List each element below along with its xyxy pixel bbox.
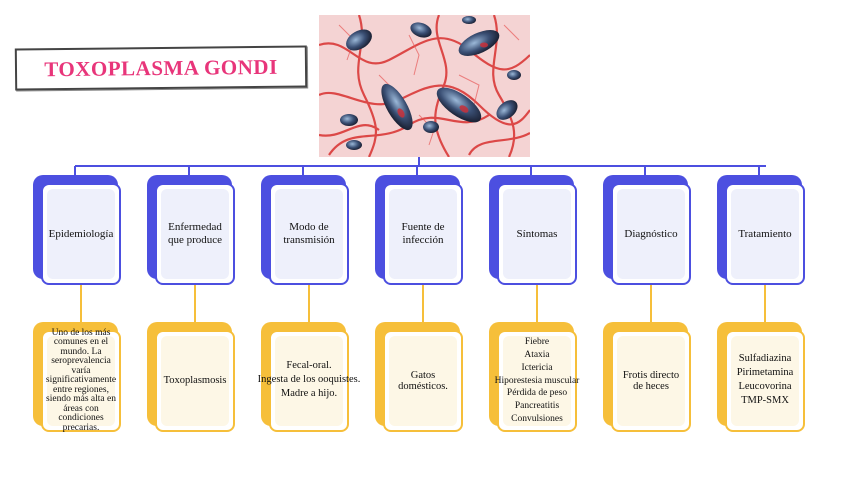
category-node: Fuente de infección	[375, 175, 467, 287]
category-node: Epidemiología	[33, 175, 125, 287]
node-card: Uno de los más comunes en el mundo. La s…	[41, 327, 121, 434]
node-fill	[47, 336, 115, 426]
detail-text: Pancreatitis	[514, 401, 560, 412]
detail-label: Frotis directo de heces	[613, 370, 689, 392]
node-card: Modo de transmisión	[269, 183, 349, 285]
category-node: Modo de transmisión	[261, 175, 353, 287]
category-node: Diagnóstico	[603, 175, 695, 287]
detail-text: Gatos domésticos.	[398, 369, 448, 392]
category-label: Enfermedad que produce	[167, 221, 223, 246]
node-card: Frotis directo de heces	[611, 330, 691, 432]
node-card: Tratamiento	[725, 183, 805, 285]
category-label: Diagnóstico	[624, 227, 678, 240]
node-fill	[503, 336, 571, 426]
node-fill	[731, 189, 799, 279]
node-card: Fuente de infección	[383, 183, 463, 285]
detail-text: Fecal-oral.	[286, 359, 332, 371]
category-label: Epidemiología	[48, 227, 114, 240]
detail-node: Frotis directo de heces	[603, 322, 695, 434]
detail-text: Uno de los más comunes en el mundo. La s…	[45, 327, 117, 433]
node-card: Fecal-oral. Ingesta de los ooquistes. Madr…	[258, 330, 360, 432]
category-node: Tratamiento	[717, 175, 809, 287]
node-fill	[503, 189, 571, 279]
detail-text: Ataxia	[524, 349, 550, 360]
node-card: Síntomas	[497, 183, 577, 285]
node-fill	[161, 336, 229, 426]
category-label: Fuente de infección	[401, 221, 445, 246]
detail-text: Hiporestesia muscular	[494, 375, 580, 386]
node-card: Diagnóstico	[611, 183, 691, 285]
node-fill	[617, 336, 685, 426]
toxoplasma-image	[319, 15, 530, 157]
node-fill	[617, 189, 685, 279]
toxoplasma-illustration	[319, 15, 530, 157]
detail-node: Uno de los más comunes en el mundo. La s…	[33, 322, 125, 434]
detail-text: Toxoplasmosis	[163, 375, 227, 387]
category-label: Tratamiento	[738, 227, 792, 240]
node-fill	[47, 189, 115, 279]
detail-text: Madre a hijo.	[280, 388, 338, 399]
node-card: Epidemiología	[41, 183, 121, 285]
node-card: Toxoplasmosis	[155, 330, 235, 432]
detail-node: Fecal-oral. Ingesta de los ooquistes. Madr…	[258, 322, 360, 434]
node-fill	[161, 189, 229, 279]
category-label: Síntomas	[516, 227, 558, 240]
category-node: Enfermedad que produce	[147, 175, 239, 287]
detail-text: Frotis directo de heces	[622, 369, 680, 392]
node-fill	[389, 336, 457, 426]
node-card: Enfermedad que produce	[155, 183, 235, 285]
detail-label: Toxoplasmosis	[160, 375, 231, 386]
detail-text: Leucovorina	[738, 381, 792, 392]
node-fill	[275, 336, 343, 426]
category-node: Síntomas	[489, 175, 581, 287]
detail-label: Gatos domésticos.	[385, 370, 461, 392]
detail-text: Pérdida de peso	[506, 388, 568, 399]
detail-label: Fecal-oral. Ingesta de los ooquistes. Madr…	[254, 360, 365, 402]
node-fill	[389, 189, 457, 279]
detail-text: Sulfadiazina	[738, 352, 792, 364]
detail-text: Convulsiones	[511, 414, 563, 425]
node-card: Gatos domésticos.	[383, 330, 463, 432]
detail-text: TMP-SMX	[741, 395, 789, 407]
detail-node: Toxoplasmosis	[147, 322, 239, 434]
detail-text: Fiebre	[524, 337, 550, 348]
detail-text: Pirimetamina	[736, 366, 794, 378]
detail-label: Uno de los más comunes en el mundo. La s…	[42, 327, 120, 434]
category-label: Modo de transmisión	[283, 221, 335, 246]
detail-text: Ingesta de los ooquistes.	[257, 373, 361, 385]
detail-node: Gatos domésticos.	[375, 322, 467, 434]
node-fill	[275, 189, 343, 279]
detail-text: Ictericia	[521, 362, 553, 373]
node-fill	[731, 336, 799, 426]
